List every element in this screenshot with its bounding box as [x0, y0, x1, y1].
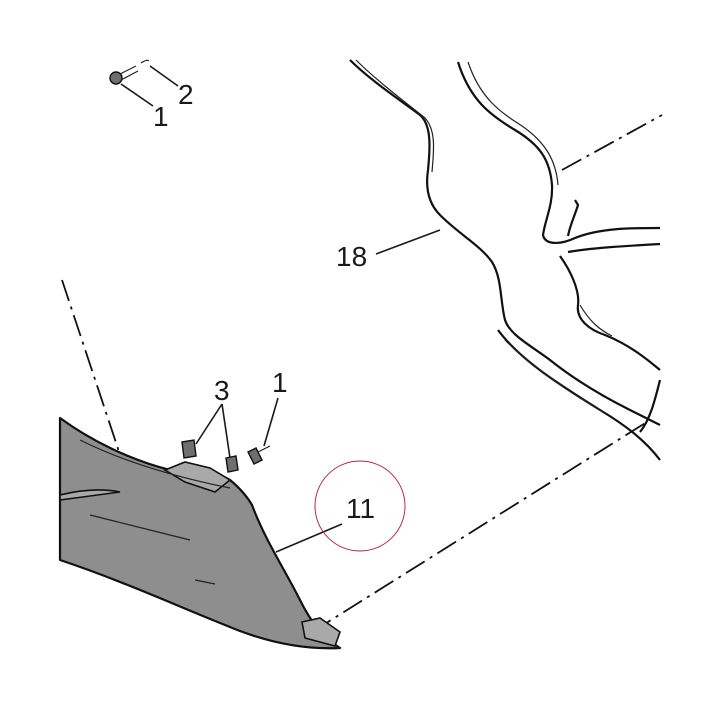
- screw-top-icon: [109, 65, 139, 85]
- clip-left-icon: [181, 439, 197, 459]
- leader-screw-mid: [263, 397, 279, 447]
- washer-top-icon: [140, 59, 150, 64]
- leader-frame: [375, 229, 441, 255]
- alignment-line-lower: [311, 419, 651, 633]
- callout-11: 11: [346, 493, 375, 524]
- fairing-panel: [58, 416, 342, 650]
- callout-1-top: 1: [153, 101, 169, 132]
- clip-right-icon: [225, 455, 239, 473]
- leader-washer-top: [149, 65, 179, 87]
- alignment-line-upper-right: [561, 114, 663, 171]
- callout-2-top: 2: [178, 79, 194, 110]
- frame-outline: [349, 59, 662, 461]
- leader-panel: [275, 523, 343, 553]
- callout-1-mid: 1: [272, 367, 288, 398]
- callout-18: 18: [336, 241, 367, 272]
- leader-clips: [195, 403, 231, 459]
- highlight-circle: [314, 460, 406, 552]
- screw-mid-icon: [247, 445, 271, 465]
- callout-3: 3: [214, 375, 230, 406]
- leader-screw-top: [120, 83, 154, 107]
